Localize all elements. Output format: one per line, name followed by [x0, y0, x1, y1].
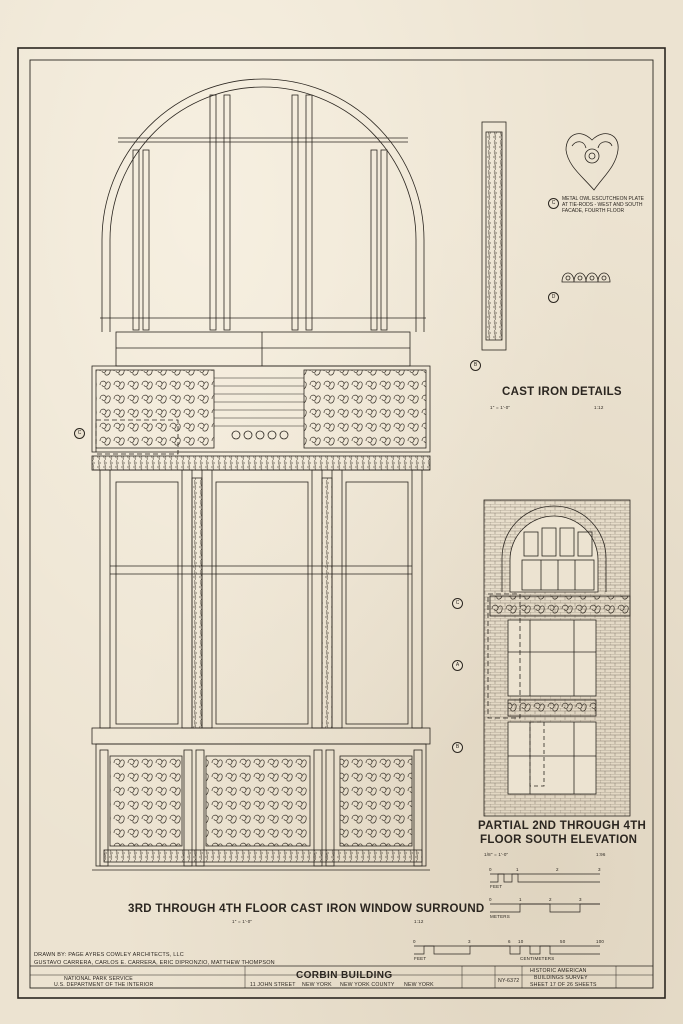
scale-top-tick-3: 3 [598, 867, 601, 872]
scale-bottom-cm-label: CENTIMETERS [520, 956, 555, 961]
agency-line1: NATIONAL PARK SERVICE [64, 976, 133, 982]
elevation-title-line1: PARTIAL 2ND THROUGH 4TH [478, 820, 647, 832]
scale-bottom-tick-2: 6 [508, 939, 511, 944]
elevation-title-line2: FLOOR SOUTH ELEVATION [480, 834, 638, 846]
elevation-scale-ratio: 1:96 [596, 852, 606, 857]
scale-bottom-tick-5: 100 [596, 939, 605, 944]
details-title: CAST IRON DETAILS [502, 386, 622, 398]
scale-bottom-tick-1: 3 [468, 939, 471, 944]
survey-number: NY-6372 [498, 978, 520, 984]
main-drawing-title: 3RD THROUGH 4TH FLOOR CAST IRON WINDOW S… [128, 903, 485, 915]
drawn-by-credit: DRAWN BY: PAGE AYRES COWLEY ARCHITECTS, … [34, 952, 184, 958]
elevation-scale-text: 1/8" = 1'-0" [484, 852, 509, 857]
graphic-scales [414, 873, 600, 955]
details-scale-ratio: 1:12 [594, 405, 604, 410]
scale-mid-tick-2: 2 [549, 897, 552, 902]
elevation-drawing [483, 499, 631, 817]
building-name: CORBIN BUILDING [296, 970, 393, 981]
window-frame [91, 455, 431, 745]
callout-c-main: C [74, 428, 85, 439]
drafter-names: GUSTAVO CARRERA, CARLOS E. CARRERA, ERIC… [34, 960, 275, 966]
scale-top-tick-1: 1 [516, 867, 519, 872]
detail-d-trim [561, 272, 611, 283]
agency-line2: U.S. DEPARTMENT OF THE INTERIOR [54, 982, 154, 988]
callout-b-elevation: B [452, 742, 463, 753]
callout-d-detail: D [548, 292, 559, 303]
county: NEW YORK COUNTY [340, 982, 395, 988]
sheet-border [17, 47, 666, 999]
callout-b-detail: B [470, 360, 481, 371]
scale-bottom-feet-label: FEET [414, 956, 427, 961]
sheet-number: SHEET 17 OF 26 SHEETS [530, 982, 597, 988]
callout-c-elevation: C [452, 598, 463, 609]
callout-a-elevation: A [452, 660, 463, 671]
scale-mid-tick-3: 3 [579, 897, 582, 902]
arched-transom [100, 78, 426, 367]
scale-mid-meters-label: METERS [490, 914, 510, 919]
escutcheon-note: METAL OWL ESCUTCHEON PLATE AT TIE-RODS -… [562, 196, 644, 214]
scale-bottom-tick-4: 50 [560, 939, 566, 944]
state: NEW YORK [404, 982, 434, 988]
scale-top-tick-2: 2 [556, 867, 559, 872]
spandrel-panel [92, 743, 430, 871]
main-scale-ratio: 1:12 [414, 919, 424, 924]
scale-mid-tick-1: 1 [519, 897, 522, 902]
survey-line2: BUILDINGS SURVEY [534, 975, 588, 981]
survey-line1: HISTORIC AMERICAN [530, 968, 587, 974]
scale-bottom-tick-3: 10 [518, 939, 524, 944]
main-scale-text: 1" = 1'-0" [232, 919, 253, 924]
detail-b-pilaster [481, 121, 507, 351]
details-scale-text: 1" = 1'-0" [490, 405, 511, 410]
scale-bottom-tick-0: 0 [413, 939, 416, 944]
city: NEW YORK [302, 982, 332, 988]
detail-c-escutcheon [565, 133, 619, 191]
scale-top-tick-0: 0 [489, 867, 492, 872]
address: 11 JOHN STREET [250, 982, 296, 988]
callout-c-detail: C [548, 198, 559, 209]
ornamental-frieze [91, 365, 431, 455]
scale-mid-tick-0: 0 [489, 897, 492, 902]
scale-top-feet-label: FEET [490, 884, 503, 889]
